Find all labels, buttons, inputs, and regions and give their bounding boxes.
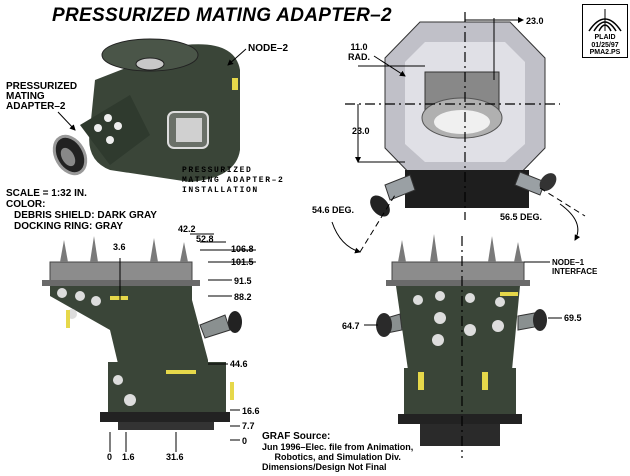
graf-source-body: Jun 1996–Elec. file from Animation, Robo… bbox=[262, 442, 414, 472]
plaid-logo-icon bbox=[588, 9, 622, 32]
side-view bbox=[42, 236, 242, 430]
dim-91-5: 91.5 bbox=[234, 276, 252, 286]
dim-3-6: 3.6 bbox=[113, 242, 126, 252]
color-label: COLOR: bbox=[6, 199, 46, 210]
dim-11-0-rad: 11.0 RAD. bbox=[348, 42, 370, 62]
dim-101-5: 101.5 bbox=[231, 257, 254, 267]
dim-1-6: 1.6 bbox=[122, 452, 135, 462]
dim-23-0-mid: 23.0 bbox=[352, 126, 370, 136]
dim-7-7: 7.7 bbox=[242, 421, 255, 431]
logo-text: PLAID bbox=[594, 34, 616, 41]
dim-42-2: 42.2 bbox=[178, 224, 196, 234]
dim-56-5-deg: 56.5 DEG. bbox=[500, 212, 543, 222]
docking-ring-color: DOCKING RING: GRAY bbox=[14, 221, 124, 232]
front-view bbox=[376, 234, 547, 446]
dim-31-6: 31.6 bbox=[166, 452, 184, 462]
page-title: PRESSURIZED MATING ADAPTER–2 bbox=[52, 5, 392, 26]
isometric-view bbox=[52, 38, 240, 183]
dim-69-5: 69.5 bbox=[564, 313, 582, 323]
dim-44-6: 44.6 bbox=[230, 359, 248, 369]
plaid-logo: PLAID 01/25/97 PMA2.PS bbox=[582, 4, 628, 58]
dim-106-8: 106.8 bbox=[231, 244, 254, 254]
node2-label: NODE–2 bbox=[248, 43, 289, 54]
logo-date: 01/25/97 bbox=[591, 42, 619, 49]
dim-88-2: 88.2 bbox=[234, 292, 252, 302]
dim-64-7: 64.7 bbox=[342, 321, 360, 331]
dim-0-bottom: 0 bbox=[107, 452, 113, 462]
dim-52-8: 52.8 bbox=[196, 234, 214, 244]
dim-0-right: 0 bbox=[242, 436, 248, 446]
node1-interface-label: NODE–1 INTERFACE bbox=[552, 258, 598, 276]
scale-label: SCALE = 1:32 IN. bbox=[6, 188, 87, 199]
debris-shield-color: DEBRIS SHIELD: DARK GRAY bbox=[14, 210, 157, 221]
logo-file: PMA2.PS bbox=[589, 49, 621, 56]
installation-caption: PRESSURIZED MATING ADAPTER–2 INSTALLATIO… bbox=[182, 166, 285, 195]
pma2-callout: PRESSURIZED MATING ADAPTER–2 bbox=[6, 81, 78, 112]
dim-16-6: 16.6 bbox=[242, 406, 260, 416]
dim-54-6-deg: 54.6 DEG. bbox=[312, 205, 355, 215]
graf-source-title: GRAF Source: bbox=[262, 431, 331, 442]
dim-23-0-top: 23.0 bbox=[526, 16, 544, 26]
top-view bbox=[370, 21, 557, 217]
